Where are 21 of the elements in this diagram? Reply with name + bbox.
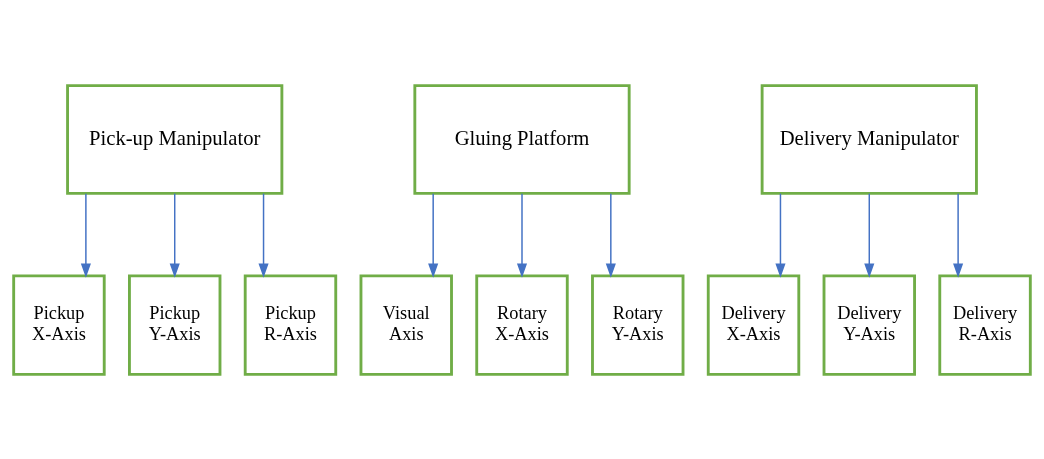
arrow [605,192,616,278]
node-box: Delivery R-Axis [938,273,1032,376]
arrow [516,192,528,278]
node-box: Pick-up Manipulator [66,83,284,195]
node-box: Delivery X-Axis [706,273,801,376]
arrow [775,192,786,278]
node-box: Delivery Manipulator [760,83,978,195]
node-box: Pickup Y-Axis [128,273,222,376]
node-box: Pickup R-Axis [243,273,338,376]
arrow [428,192,439,278]
arrow [864,192,875,278]
node-box: Visual Axis [359,273,453,376]
arrow [258,192,269,278]
arrow [169,192,180,278]
node-box: Rotary Y-Axis [591,273,685,376]
arrow [80,192,91,278]
node-box: Pickup X-Axis [12,273,106,376]
arrow [953,192,964,278]
node-box: Gluing Platform [413,83,631,195]
node-box: Rotary X-Axis [475,273,569,376]
node-box: Delivery Y-Axis [822,273,916,376]
